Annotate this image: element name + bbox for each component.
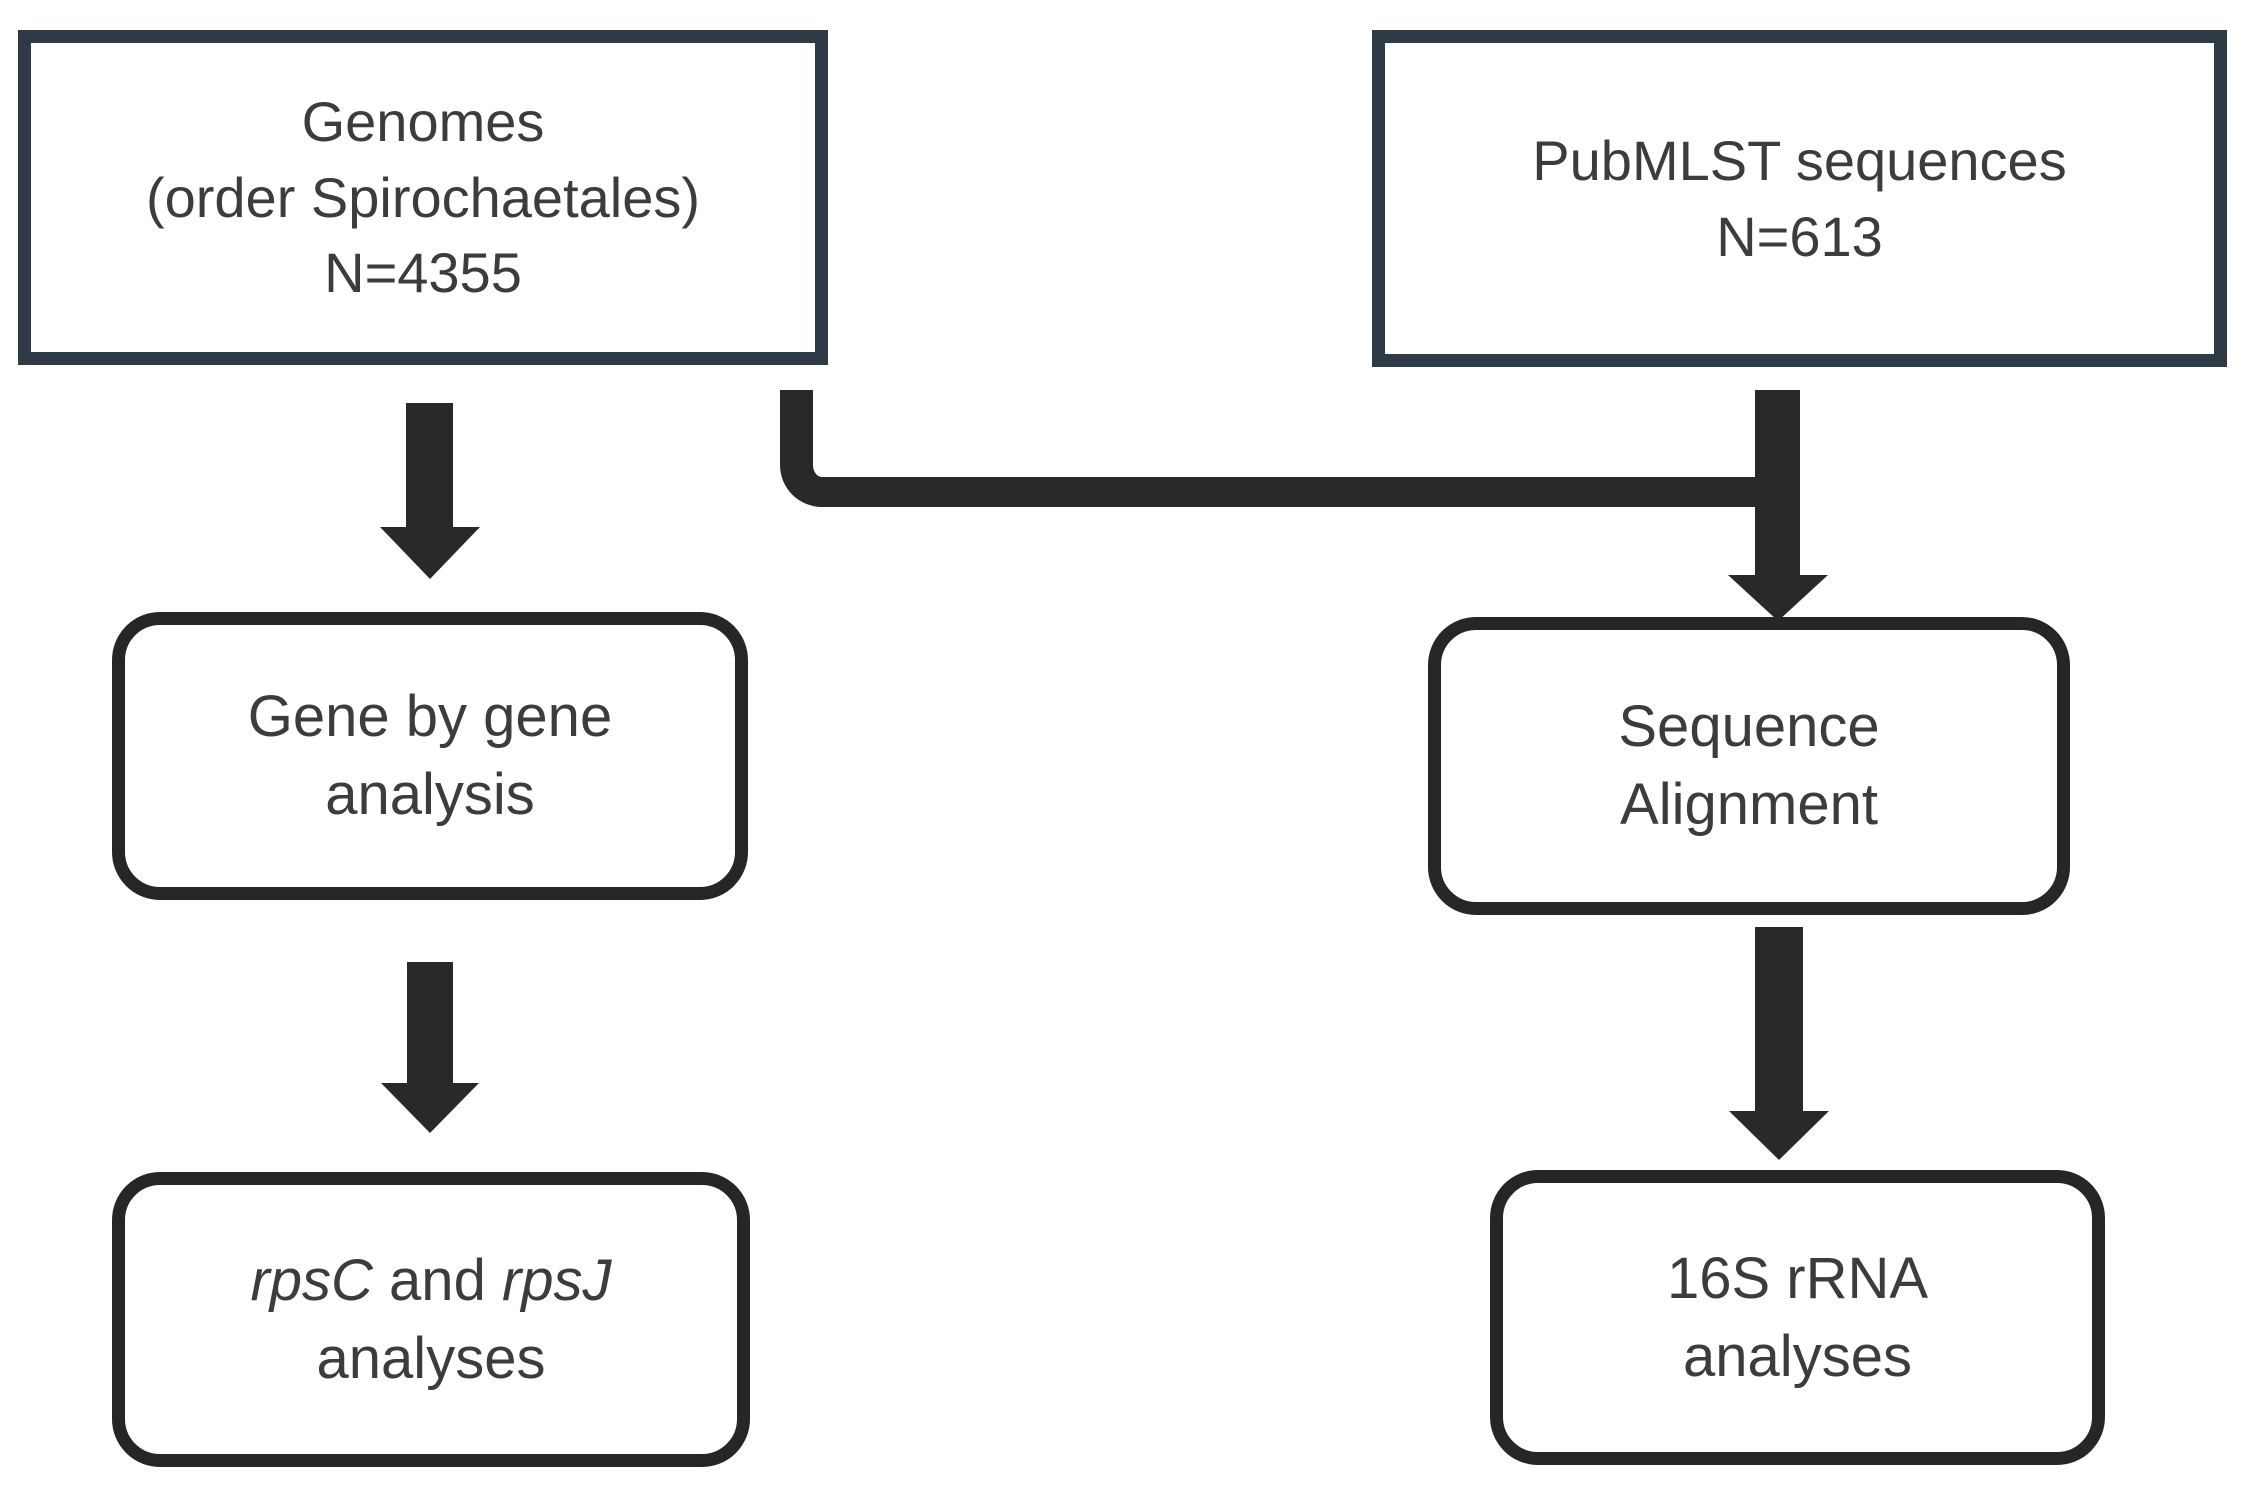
sequence-alignment-box-line: Sequence <box>1618 694 1880 760</box>
rps-analyses-box: rpsC and rpsJ analyses <box>112 1172 750 1467</box>
arrow-gene-analysis-to-rps-analyses-shaft <box>407 962 453 1085</box>
arrow-sequence-alignment-to-rrna-analyses-shaft <box>1755 927 1803 1113</box>
arrow-genomes-to-gene-analysis-shaft <box>406 403 453 529</box>
arrow-gene-analysis-to-rps-analyses-head <box>381 1083 479 1133</box>
rps-analyses-box-line: rpsC and rpsJ <box>250 1247 612 1313</box>
gene-analysis-box-line: Gene by gene <box>247 684 613 750</box>
arrow-pubmlst-to-sequence-alignment-shaft <box>1755 390 1800 577</box>
connector-genomes-to-sequence-alignment <box>780 390 1800 507</box>
gene-analysis-box-line: analysis <box>325 762 535 827</box>
genomes-box-line: (order Spirochaetales) <box>145 165 701 229</box>
genomes-box-line: Genomes <box>301 90 545 154</box>
arrow-pubmlst-to-sequence-alignment-head <box>1728 575 1828 621</box>
pubmlst-box-line: PubMLST sequences <box>1532 128 2067 192</box>
rrna-analyses-box: 16S rRNA analyses <box>1490 1170 2105 1465</box>
arrow-sequence-alignment-to-rrna-analyses-head <box>1729 1111 1829 1160</box>
arrow-genomes-to-gene-analysis-head <box>380 527 480 579</box>
pubmlst-source-box: PubMLST sequences N=613 <box>1372 30 2227 367</box>
rrna-analyses-box-line: analyses <box>1683 1323 1912 1389</box>
sequence-alignment-box-line: Alignment <box>1620 772 1878 837</box>
rps-analyses-box-line: analyses <box>316 1325 546 1391</box>
genomes-box-line: N=4355 <box>324 241 522 305</box>
genomes-source-box: Genomes (order Spirochaetales) N=4355 <box>18 30 828 365</box>
gene-by-gene-analysis-box: Gene by gene analysis <box>112 612 748 900</box>
rrna-analyses-box-line: 16S rRNA <box>1666 1245 1929 1311</box>
pubmlst-box-line: N=613 <box>1716 204 1883 268</box>
sequence-alignment-box: Sequence Alignment <box>1428 617 2070 915</box>
